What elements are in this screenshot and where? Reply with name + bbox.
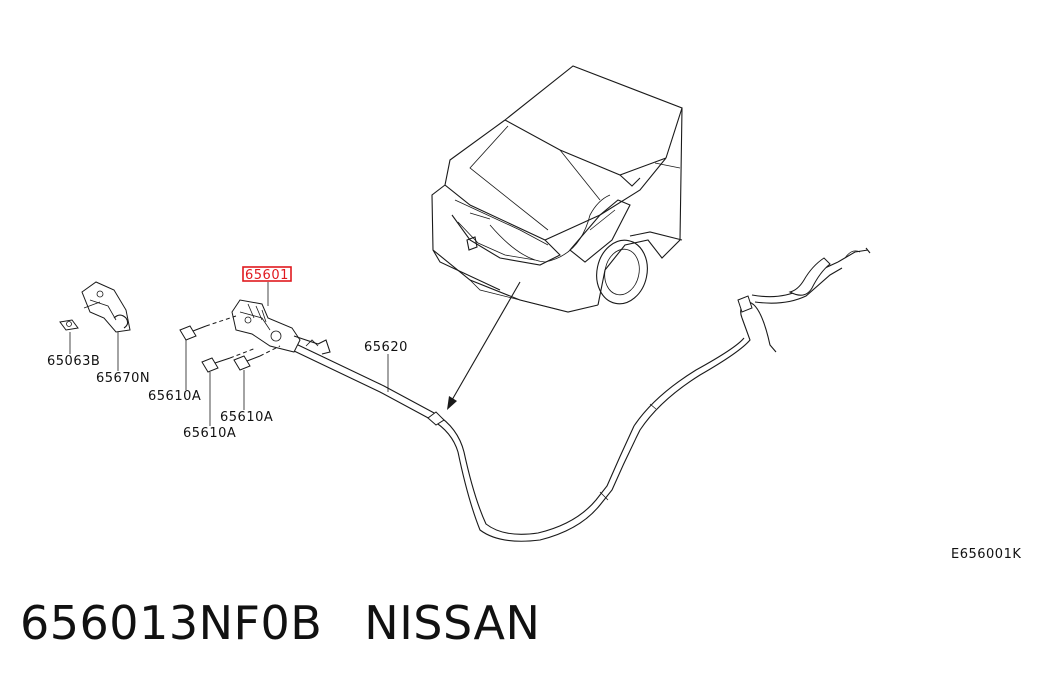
label-65610A-bottom[interactable]: 65610A: [183, 426, 236, 441]
brand-name: NISSAN: [364, 596, 541, 650]
part-number: 656013NF0B: [20, 596, 323, 650]
car-front-illustration: [431, 65, 683, 313]
bolt-65610A-bottom: [201, 347, 257, 373]
location-arrow: [447, 281, 521, 410]
bolt-65610A-left: [179, 315, 237, 341]
label-65610A-right[interactable]: 65610A: [220, 410, 273, 425]
label-65670N[interactable]: 65670N: [96, 371, 150, 386]
label-65610A-left[interactable]: 65610A: [148, 389, 201, 404]
part-caption: 656013NF0B NISSAN: [20, 596, 540, 650]
hood-striker-65670N: [81, 281, 131, 333]
highlight-box-65601: [242, 266, 292, 282]
label-65063B[interactable]: 65063B: [47, 354, 100, 369]
diagram-code: E656001K: [951, 547, 1021, 562]
hood-release-cable: [291, 247, 871, 542]
leader-lines: [69, 282, 389, 426]
label-65620[interactable]: 65620: [364, 340, 408, 355]
label-65601[interactable]: 65601: [245, 268, 289, 283]
nut-65063B: [59, 319, 79, 331]
bolt-65610A-right: [233, 345, 281, 371]
hood-lock-assembly: [231, 299, 331, 355]
